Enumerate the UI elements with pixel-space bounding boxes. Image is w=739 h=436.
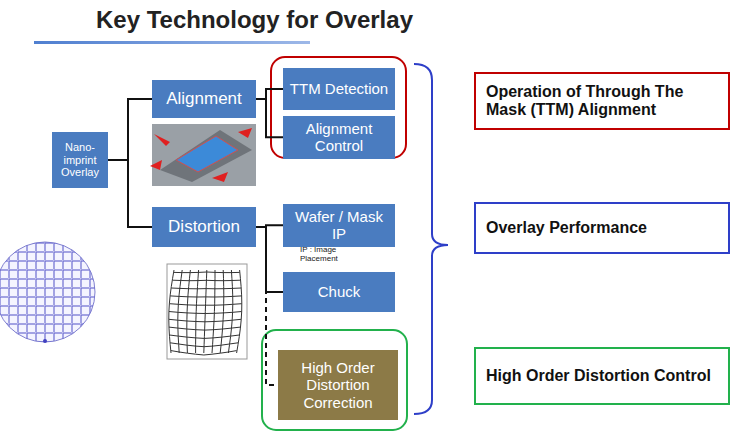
node-text: TTM Detection xyxy=(290,80,388,97)
node-text: Wafer / Mask IP xyxy=(287,208,391,243)
node-text: Nano-imprint Overlay xyxy=(56,141,104,179)
node-text: Overlay Performance xyxy=(486,219,647,237)
node-text: Alignment Control xyxy=(287,120,391,155)
highlight-box: High Order Distortion Correction xyxy=(278,350,398,420)
note-label: IP : Image Placement xyxy=(300,246,370,264)
connector xyxy=(256,227,283,292)
title-underline xyxy=(34,41,310,44)
node-text: High Order Distortion Correction xyxy=(282,359,394,411)
connector xyxy=(256,89,283,99)
process-box: Alignment Control xyxy=(283,116,395,159)
wafer-map xyxy=(0,238,100,348)
result-box: High Order Distortion Control xyxy=(474,347,730,405)
note-text: IP : Image Placement xyxy=(300,245,338,263)
grid-frame xyxy=(167,264,247,359)
mask-photo xyxy=(150,124,256,186)
result-box: Operation of Through The Mask (TTM) Alig… xyxy=(474,72,730,130)
branch-box: Alignment xyxy=(152,80,256,118)
root-box: Nano-imprint Overlay xyxy=(52,132,108,188)
connector xyxy=(256,227,278,385)
node-text: High Order Distortion Control xyxy=(486,367,711,385)
group-outline xyxy=(262,330,407,430)
node-text: Alignment xyxy=(166,89,242,109)
node-text: Distortion xyxy=(168,217,240,237)
bracket xyxy=(414,64,448,414)
process-box: Chuck xyxy=(283,272,395,312)
result-box: Overlay Performance xyxy=(474,202,730,254)
process-box: TTM Detection xyxy=(283,68,395,110)
branch-box: Distortion xyxy=(152,207,256,247)
title-text: Key Technology for Overlay xyxy=(96,6,413,33)
node-text: Chuck xyxy=(318,283,361,300)
title: Key Technology for Overlay xyxy=(96,6,413,34)
distortion-grid xyxy=(169,270,242,355)
connector xyxy=(108,160,152,227)
group-outline xyxy=(271,57,406,158)
process-box: Wafer / Mask IP xyxy=(283,204,395,247)
node-text: Operation of Through The Mask (TTM) Alig… xyxy=(486,83,718,120)
connector xyxy=(108,99,152,160)
connector xyxy=(256,99,283,137)
